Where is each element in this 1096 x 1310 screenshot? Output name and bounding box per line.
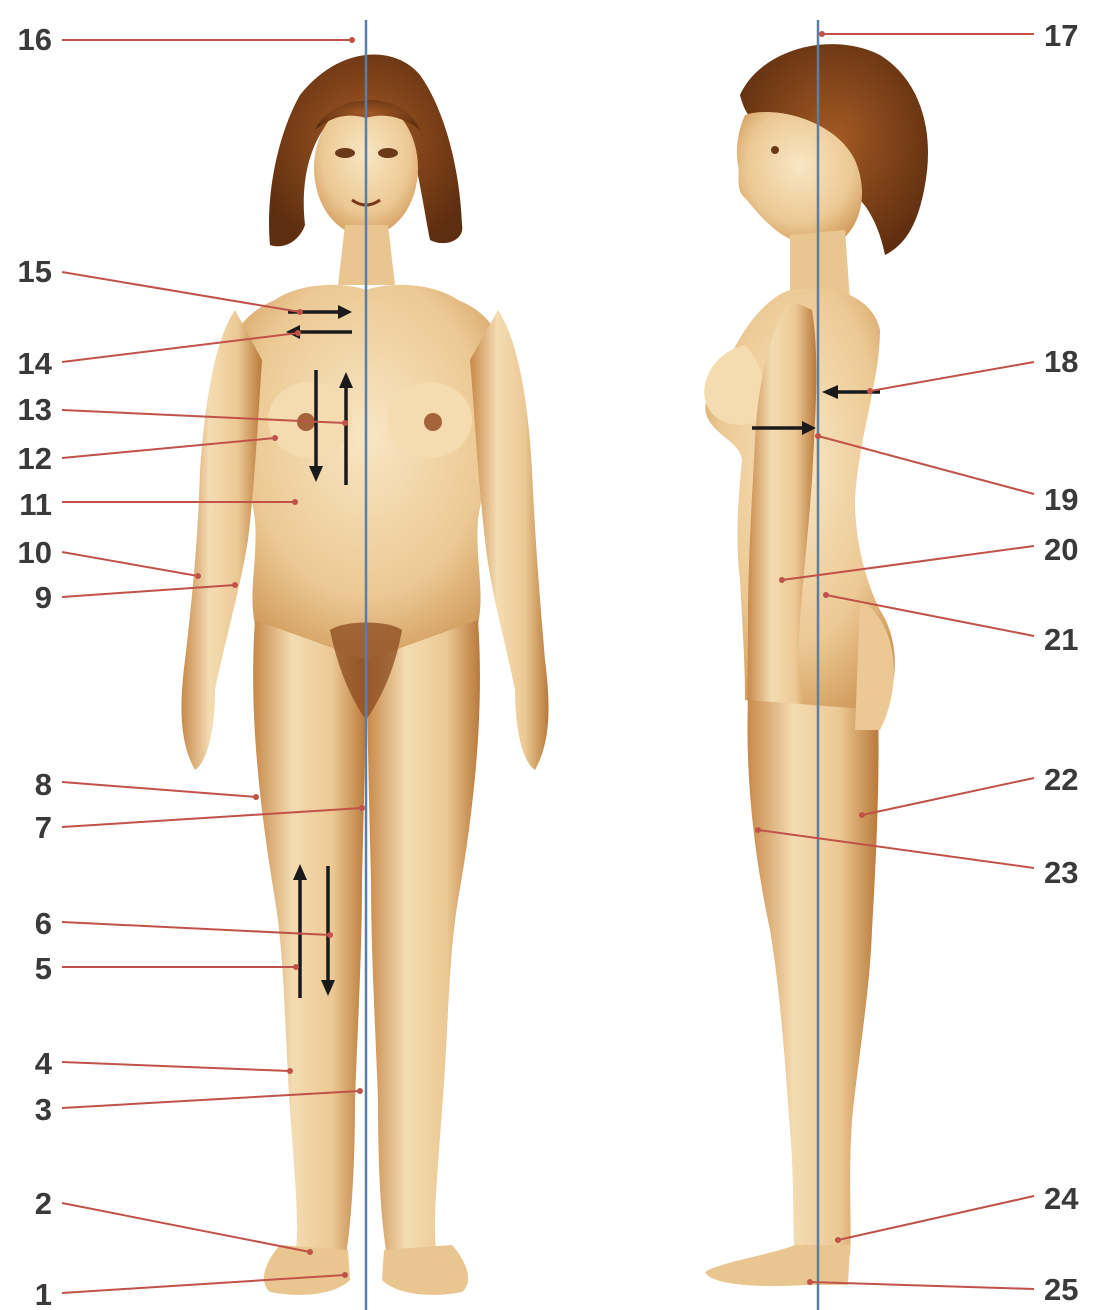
landmark-label-5: 5 bbox=[35, 951, 52, 986]
landmark-label-13: 13 bbox=[18, 392, 52, 427]
front-arm-left bbox=[470, 310, 549, 770]
landmark-label-4: 4 bbox=[35, 1046, 53, 1081]
leader-line-25 bbox=[810, 1282, 1034, 1289]
landmark-point-2 bbox=[307, 1249, 313, 1255]
landmark-label-3: 3 bbox=[35, 1092, 52, 1127]
landmark-label-8: 8 bbox=[35, 767, 52, 802]
landmark-point-24 bbox=[835, 1237, 841, 1243]
front-foot-right bbox=[264, 1245, 350, 1295]
landmark-label-9: 9 bbox=[35, 580, 52, 615]
landmark-label-15: 15 bbox=[18, 254, 52, 289]
landmark-label-16: 16 bbox=[18, 22, 52, 57]
landmark-point-11 bbox=[292, 499, 298, 505]
landmark-label-25: 25 bbox=[1044, 1272, 1078, 1307]
leader-line-8 bbox=[62, 782, 256, 797]
landmark-point-12 bbox=[272, 435, 278, 441]
landmark-point-25 bbox=[807, 1279, 813, 1285]
leader-line-15 bbox=[62, 272, 300, 312]
front-foot-left bbox=[382, 1245, 468, 1295]
landmark-label-23: 23 bbox=[1044, 855, 1078, 890]
leader-line-22 bbox=[862, 778, 1034, 815]
landmark-point-1 bbox=[342, 1272, 348, 1278]
landmark-label-21: 21 bbox=[1044, 622, 1078, 657]
landmark-point-22 bbox=[859, 812, 865, 818]
landmark-point-16 bbox=[349, 37, 355, 43]
landmark-point-17 bbox=[819, 31, 825, 37]
landmark-labels: 1615141312111098765432117181920212223242… bbox=[18, 18, 1080, 1310]
front-leg-right bbox=[253, 620, 366, 1262]
landmark-point-9 bbox=[232, 582, 238, 588]
landmark-label-2: 2 bbox=[35, 1186, 52, 1221]
landmark-point-6 bbox=[327, 932, 333, 938]
landmark-point-10 bbox=[195, 573, 201, 579]
landmark-point-8 bbox=[253, 794, 259, 800]
landmark-label-11: 11 bbox=[19, 487, 52, 522]
landmark-label-6: 6 bbox=[35, 906, 52, 941]
landmark-point-21 bbox=[823, 592, 829, 598]
side-view-figure bbox=[704, 44, 928, 1286]
landmark-point-19 bbox=[815, 433, 821, 439]
landmark-point-4 bbox=[287, 1068, 293, 1074]
landmark-label-14: 14 bbox=[18, 346, 53, 381]
leader-line-18 bbox=[870, 362, 1034, 391]
landmark-label-19: 19 bbox=[1044, 482, 1078, 517]
leader-line-10 bbox=[62, 552, 198, 576]
landmark-label-7: 7 bbox=[35, 810, 52, 845]
landmark-point-3 bbox=[357, 1088, 363, 1094]
side-buttocks bbox=[855, 600, 894, 730]
landmark-point-5 bbox=[293, 964, 299, 970]
landmark-point-20 bbox=[779, 577, 785, 583]
landmark-label-1: 1 bbox=[35, 1277, 52, 1310]
front-arm-right bbox=[181, 310, 262, 770]
landmark-label-22: 22 bbox=[1044, 762, 1078, 797]
landmark-label-18: 18 bbox=[1044, 344, 1078, 379]
side-foot bbox=[705, 1245, 850, 1286]
landmark-label-20: 20 bbox=[1044, 532, 1078, 567]
landmark-point-23 bbox=[755, 827, 761, 833]
landmark-label-10: 10 bbox=[18, 535, 52, 570]
side-leg bbox=[747, 700, 878, 1255]
landmark-point-18 bbox=[867, 388, 873, 394]
landmark-point-14 bbox=[295, 330, 301, 336]
landmark-label-24: 24 bbox=[1044, 1181, 1079, 1216]
leader-line-2 bbox=[62, 1203, 310, 1252]
leader-line-4 bbox=[62, 1062, 290, 1071]
landmark-point-15 bbox=[297, 309, 303, 315]
landmark-label-17: 17 bbox=[1044, 18, 1078, 53]
front-leg-left bbox=[367, 620, 480, 1262]
leader-line-24 bbox=[838, 1196, 1034, 1240]
landmark-label-12: 12 bbox=[18, 441, 52, 476]
landmark-point-7 bbox=[359, 805, 365, 811]
landmark-point-13 bbox=[342, 420, 348, 426]
